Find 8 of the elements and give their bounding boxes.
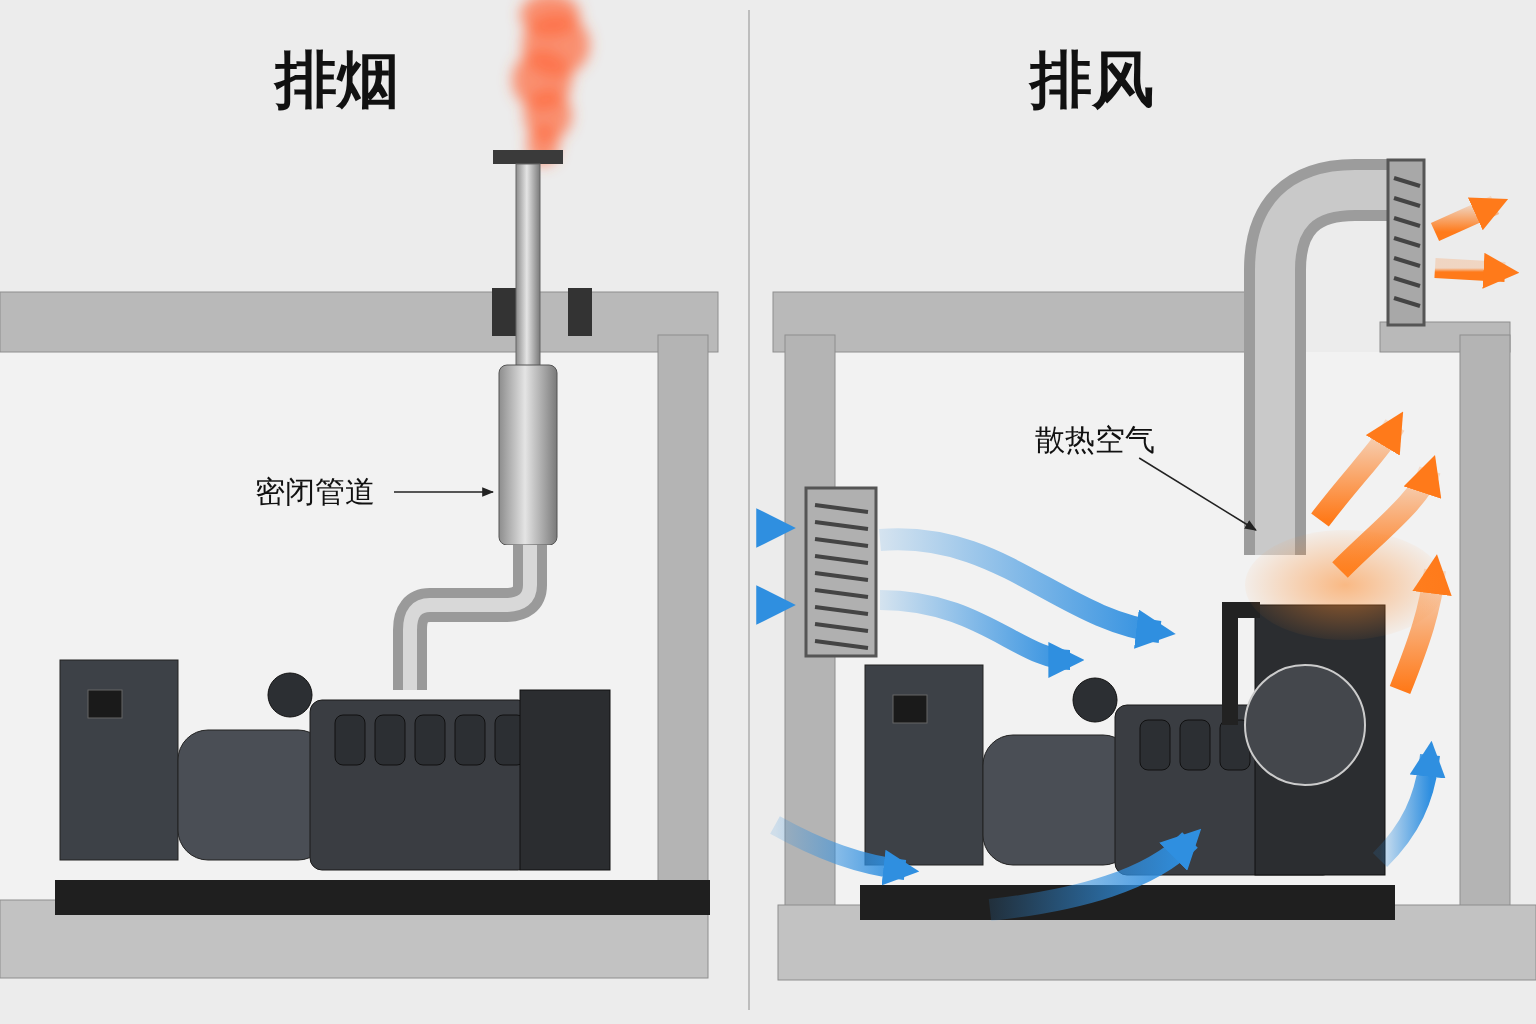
callout-label: 密闭管道 (255, 474, 390, 510)
warm-air-haze (1245, 530, 1445, 640)
panel-heading: 排烟 (275, 45, 399, 115)
callout-label: 散热空气 (1035, 422, 1185, 458)
leader-line (393, 487, 495, 497)
exhaust-pipe-drawing (493, 150, 563, 545)
leader-line (1138, 457, 1257, 531)
panel-heading: 排风 (1030, 45, 1154, 115)
